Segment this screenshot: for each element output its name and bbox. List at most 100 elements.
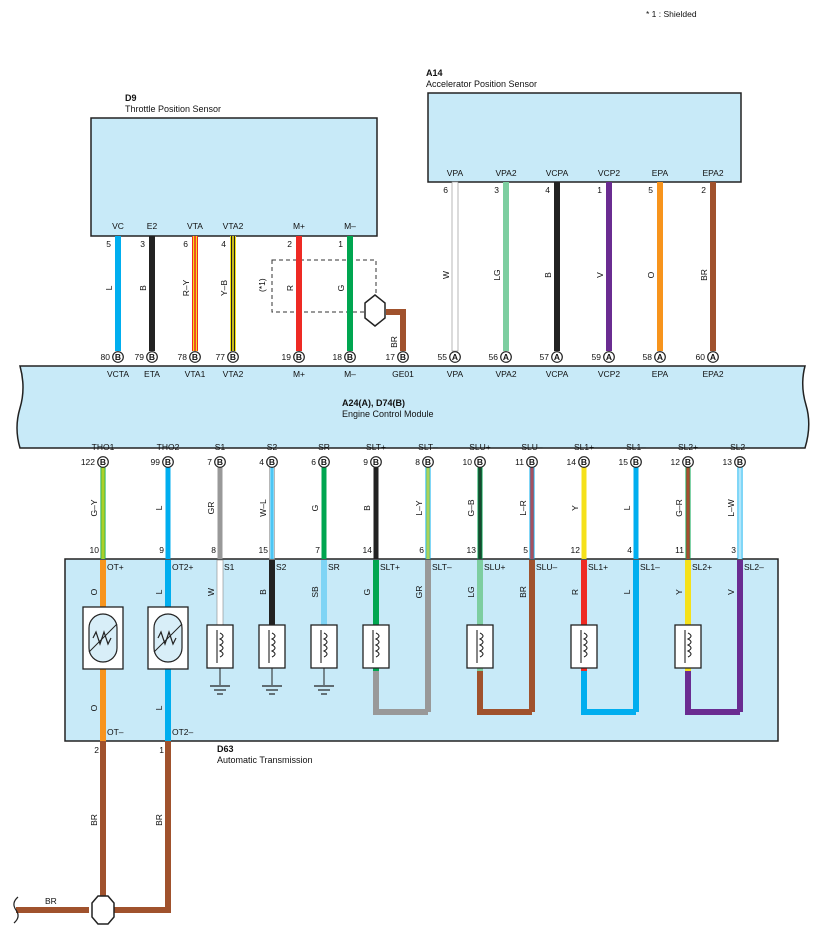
trans-pin-num-8: 5 — [523, 545, 528, 555]
ecm-top-pin-2 — [189, 351, 201, 363]
ecm-top-label-10: VCP2 — [598, 369, 620, 379]
ecm-top-pin-9 — [551, 351, 563, 363]
ecm-bottom-pin-5-letter: B — [373, 457, 379, 467]
ecm-bottom-pin-8 — [526, 456, 538, 468]
tps-pin-num-3: 4 — [221, 239, 226, 249]
aps-pin-label-5: EPA2 — [702, 168, 723, 178]
trans-int-wire-label-5: G — [362, 589, 372, 596]
ecm-top-pin-7 — [449, 351, 461, 363]
trans-pin-num-5: 14 — [363, 545, 373, 555]
trans-pin-num-2: 8 — [211, 545, 216, 555]
loop-left-stub-5 — [373, 668, 379, 671]
ecm-trans-wire-9 — [581, 467, 587, 559]
ecm-top-num-12: 60 — [696, 352, 706, 362]
ecm-trans-wire-label-3: W–L — [258, 499, 268, 517]
trans-pin-num-3: 15 — [259, 545, 269, 555]
ecm-bottom-label-4: SR — [318, 442, 330, 452]
ecm-bottom-label-10: SL1– — [626, 442, 646, 452]
ecm-bottom-pin-7-letter: B — [477, 457, 483, 467]
solenoid-slt-coil — [374, 632, 380, 658]
ecm-top-num-2: 78 — [178, 352, 188, 362]
ecm-trans-wire-label-5: B — [362, 505, 372, 511]
ecm-bottom-label-12: SL2– — [730, 442, 750, 452]
ecm-bottom-label-0: THO1 — [92, 442, 115, 452]
ecm-top-label-12: EPA2 — [702, 369, 723, 379]
tps-code: D9 — [125, 93, 137, 103]
tps-wire-2-stripe — [195, 236, 197, 351]
aps-pin-label-2: VCPA — [546, 168, 569, 178]
aps-wire-0 — [451, 181, 459, 352]
shield-note-label: (*1) — [257, 278, 267, 292]
tps-pin-label-5: M– — [344, 221, 356, 231]
trans-pin-label-4: SR — [328, 562, 340, 572]
ecm-top-pin-0 — [112, 351, 124, 363]
tps-pin-num-5: 1 — [338, 239, 343, 249]
solenoid-slu-coil — [478, 632, 484, 658]
ecm-trans-wire-6-stripe — [428, 467, 430, 559]
trans-pin-num-10: 4 — [627, 545, 632, 555]
ecm-trans-wire-6-stripe — [426, 467, 428, 559]
trans-pin-label-9: SL1+ — [588, 562, 608, 572]
loop-left-stub-9 — [581, 668, 587, 671]
aps-wire-label-3: V — [595, 272, 605, 278]
trans-pin-label-11: SL2+ — [692, 562, 712, 572]
tps-wire-label-0: L — [104, 285, 114, 290]
ecm-top-label-0: VCTA — [107, 369, 129, 379]
ecm-bottom-pin-1 — [162, 456, 174, 468]
ecm-trans-wire-11 — [685, 467, 691, 559]
ecm-top-num-3: 77 — [216, 352, 226, 362]
ecm-top-label-6: GE01 — [392, 369, 414, 379]
ground-splice-octagon — [91, 895, 115, 925]
tps-pin-num-0: 5 — [106, 239, 111, 249]
ecm-bottom-pin-12 — [734, 456, 746, 468]
tps-pin-label-2: VTA — [187, 221, 203, 231]
trans-pin-num-1: 9 — [159, 545, 164, 555]
ecm-top-pin-9-letter: A — [554, 352, 560, 362]
trans-pin-label-6: SLT– — [432, 562, 452, 572]
ecm-bottom-num-11: 12 — [671, 457, 681, 467]
solenoid-s1-box — [206, 624, 234, 669]
ecm-top-num-1: 79 — [135, 352, 145, 362]
trans-bottom-label-1: OT2– — [172, 727, 194, 737]
ot-minus-ext-wire-label: BR — [89, 814, 99, 826]
solenoid-sl2-coil — [686, 632, 692, 658]
aps-pin-label-3: VCP2 — [598, 168, 620, 178]
ecm-top-pin-12 — [707, 351, 719, 363]
trans-code: D63 — [217, 744, 234, 754]
thermistor-1-resistor — [92, 630, 112, 646]
thermistor-2-lower-wire — [165, 669, 171, 741]
ecm-code: A24(A), D74(B) — [342, 398, 405, 408]
loop-left-stub-11 — [685, 668, 691, 671]
thermistor-1-slash — [88, 623, 118, 653]
tps-pin-label-1: E2 — [147, 221, 158, 231]
tps-pin-label-0: VC — [112, 221, 124, 231]
ecm-trans-wire-6 — [425, 467, 431, 559]
ecm-bottom-num-0: 122 — [81, 457, 95, 467]
ecm-bottom-label-6: SLT– — [418, 442, 438, 452]
ecm-trans-wire-4 — [321, 467, 327, 559]
ecm-bottom-num-9: 14 — [567, 457, 577, 467]
trans-int-wire-7 — [477, 560, 483, 625]
ecm-trans-wire-label-8: L–R — [518, 500, 528, 516]
thermistor-2-lower-wire-label: L — [154, 705, 164, 710]
ecm-trans-wire-10 — [633, 467, 639, 559]
trans-pin-num-11: 11 — [675, 545, 684, 555]
ecm-bottom-num-2: 7 — [207, 457, 212, 467]
ecm-bottom-label-9: SL1+ — [574, 442, 594, 452]
ecm-trans-wire-1 — [165, 467, 171, 559]
aps-wire-label-1: LG — [492, 269, 502, 280]
ecm-bottom-label-7: SLU+ — [469, 442, 491, 452]
tps-pin-num-1: 3 — [140, 239, 145, 249]
tps-wire-label-1: B — [138, 285, 148, 291]
ecm-bottom-pin-8-letter: B — [529, 457, 535, 467]
ecm-bottom-num-7: 10 — [463, 457, 473, 467]
ecm-top-pin-10-letter: A — [606, 352, 612, 362]
trans-int-wire-label-9: R — [570, 589, 580, 595]
ecm-top-num-5: 18 — [333, 352, 343, 362]
tps-pin-label-3: VTA2 — [223, 221, 244, 231]
tps-pin-label-4: M+ — [293, 221, 305, 231]
ecm-top-label-11: EPA — [652, 369, 669, 379]
trans-int-wire-label-12: V — [726, 589, 736, 595]
ecm-top-pin-0-letter: B — [115, 352, 121, 362]
aps-wire-5 — [710, 182, 716, 351]
